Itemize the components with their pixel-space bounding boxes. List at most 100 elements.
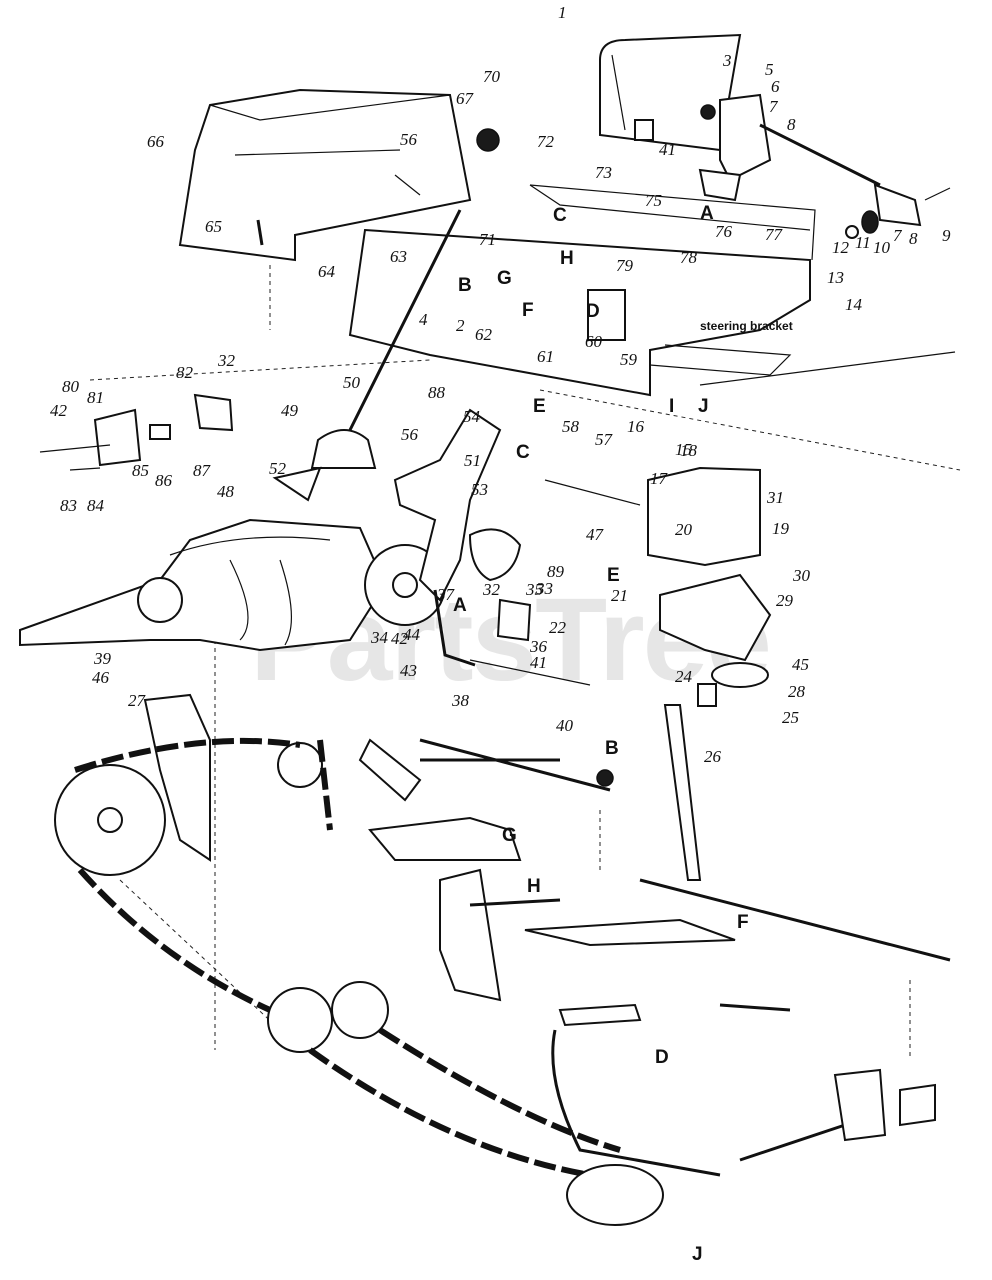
part-callout-80: 80 bbox=[62, 377, 80, 396]
part-callout-41: 41 bbox=[530, 653, 547, 672]
part-callout-25: 25 bbox=[782, 708, 799, 727]
reference-letter-J: J bbox=[698, 396, 709, 417]
part-callout-29: 29 bbox=[776, 591, 794, 610]
part-callout-67: 67 bbox=[456, 89, 475, 108]
part-callout-9: 9 bbox=[942, 226, 951, 245]
part-callout-86: 86 bbox=[155, 471, 173, 490]
reference-letter-A: A bbox=[453, 595, 467, 616]
drive-linkage-assembly bbox=[54, 693, 951, 1226]
shift-lever-assembly bbox=[272, 209, 462, 502]
reference-letter-D: D bbox=[655, 1047, 669, 1068]
part-callout-13: 13 bbox=[827, 268, 844, 287]
reference-letter-H: H bbox=[560, 248, 574, 269]
part-callout-57: 57 bbox=[595, 430, 614, 449]
part-callout-50: 50 bbox=[343, 373, 361, 392]
clutch-bracket-assembly bbox=[393, 408, 641, 686]
part-callout-59: 59 bbox=[620, 350, 638, 369]
transaxle bbox=[19, 518, 446, 652]
part-callout-21: 21 bbox=[611, 586, 628, 605]
part-callout-6: 6 bbox=[771, 77, 780, 96]
part-callout-1: 1 bbox=[558, 3, 567, 22]
reference-letter-J: J bbox=[692, 1244, 703, 1265]
part-callout-31: 31 bbox=[766, 488, 784, 507]
part-callout-73: 73 bbox=[595, 163, 612, 182]
reference-letter-C: C bbox=[516, 442, 530, 463]
part-callout-54: 54 bbox=[463, 407, 481, 426]
part-callout-72: 72 bbox=[537, 132, 555, 151]
reference-letter-D: D bbox=[586, 301, 600, 322]
part-callout-36: 36 bbox=[529, 637, 548, 656]
interlock-switch-bracket bbox=[39, 393, 234, 471]
dash-cover bbox=[178, 88, 500, 262]
part-callout-32: 32 bbox=[217, 351, 236, 370]
part-callout-89: 89 bbox=[547, 562, 565, 581]
part-callout-48: 48 bbox=[217, 482, 235, 501]
part-callout-49: 49 bbox=[281, 401, 299, 420]
part-callout-33: 33 bbox=[535, 579, 553, 598]
part-callout-71: 71 bbox=[479, 230, 496, 249]
part-callout-79: 79 bbox=[616, 256, 634, 275]
part-callout-78: 78 bbox=[680, 248, 698, 267]
part-callout-12: 12 bbox=[832, 238, 850, 257]
part-callout-26: 26 bbox=[704, 747, 722, 766]
part-callout-37: 37 bbox=[436, 585, 456, 604]
part-callout-45: 45 bbox=[792, 655, 809, 674]
part-callout-34: 34 bbox=[370, 628, 389, 647]
part-callout-83: 83 bbox=[60, 496, 77, 515]
part-callout-19: 19 bbox=[772, 519, 790, 538]
idler-bracket-assembly bbox=[647, 466, 772, 707]
part-callout-30: 30 bbox=[792, 566, 811, 585]
part-callout-77: 77 bbox=[765, 225, 784, 244]
reference-letter-B: B bbox=[458, 275, 472, 296]
reference-letter-A: A bbox=[700, 203, 714, 224]
part-callout-43: 43 bbox=[400, 661, 417, 680]
part-callout-56: 56 bbox=[401, 425, 419, 444]
part-callout-63: 63 bbox=[390, 247, 407, 266]
steering-bracket-note: steering bracket bbox=[700, 319, 793, 333]
part-callout-42: 42 bbox=[391, 629, 409, 648]
reference-letter-G: G bbox=[497, 268, 512, 289]
reference-letter-I: I bbox=[669, 396, 674, 417]
reference-letter-E: E bbox=[533, 396, 546, 417]
part-callout-81: 81 bbox=[87, 388, 104, 407]
part-callout-11: 11 bbox=[855, 233, 871, 252]
part-callout-20: 20 bbox=[675, 520, 693, 539]
part-callout-28: 28 bbox=[788, 682, 806, 701]
part-callout-18: 18 bbox=[680, 441, 698, 460]
part-callout-39: 39 bbox=[93, 649, 112, 668]
part-callout-4: 4 bbox=[419, 310, 428, 329]
part-callout-84: 84 bbox=[87, 496, 105, 515]
reference-letter-B: B bbox=[605, 738, 619, 759]
part-callout-61: 61 bbox=[537, 347, 554, 366]
part-callout-52: 52 bbox=[269, 459, 287, 478]
part-callout-76: 76 bbox=[715, 222, 733, 241]
part-callout-7: 7 bbox=[769, 97, 779, 116]
part-callout-42: 42 bbox=[50, 401, 68, 420]
part-callout-3: 3 bbox=[722, 51, 732, 70]
part-callout-7: 7 bbox=[893, 226, 903, 245]
part-callout-65: 65 bbox=[205, 217, 222, 236]
part-callout-58: 58 bbox=[562, 417, 580, 436]
part-callout-24: 24 bbox=[675, 667, 693, 686]
part-callout-27: 27 bbox=[128, 691, 147, 710]
part-callout-44: 44 bbox=[403, 625, 421, 644]
part-callout-62: 62 bbox=[475, 325, 493, 344]
part-callout-16: 16 bbox=[627, 417, 645, 436]
part-callout-14: 14 bbox=[845, 295, 863, 314]
part-callout-15: 15 bbox=[675, 440, 692, 459]
part-callout-8: 8 bbox=[787, 115, 796, 134]
part-callout-88: 88 bbox=[428, 383, 446, 402]
part-callout-22: 22 bbox=[549, 618, 567, 637]
part-callout-38: 38 bbox=[451, 691, 470, 710]
part-callout-75: 75 bbox=[645, 191, 662, 210]
part-callout-41: 41 bbox=[659, 140, 676, 159]
assembly-guide-lines bbox=[89, 265, 961, 1060]
reference-letter-G: G bbox=[502, 825, 517, 846]
part-callout-8: 8 bbox=[909, 229, 918, 248]
part-callout-5: 5 bbox=[765, 60, 774, 79]
part-callout-47: 47 bbox=[586, 525, 605, 544]
reference-letter-F: F bbox=[737, 912, 749, 933]
